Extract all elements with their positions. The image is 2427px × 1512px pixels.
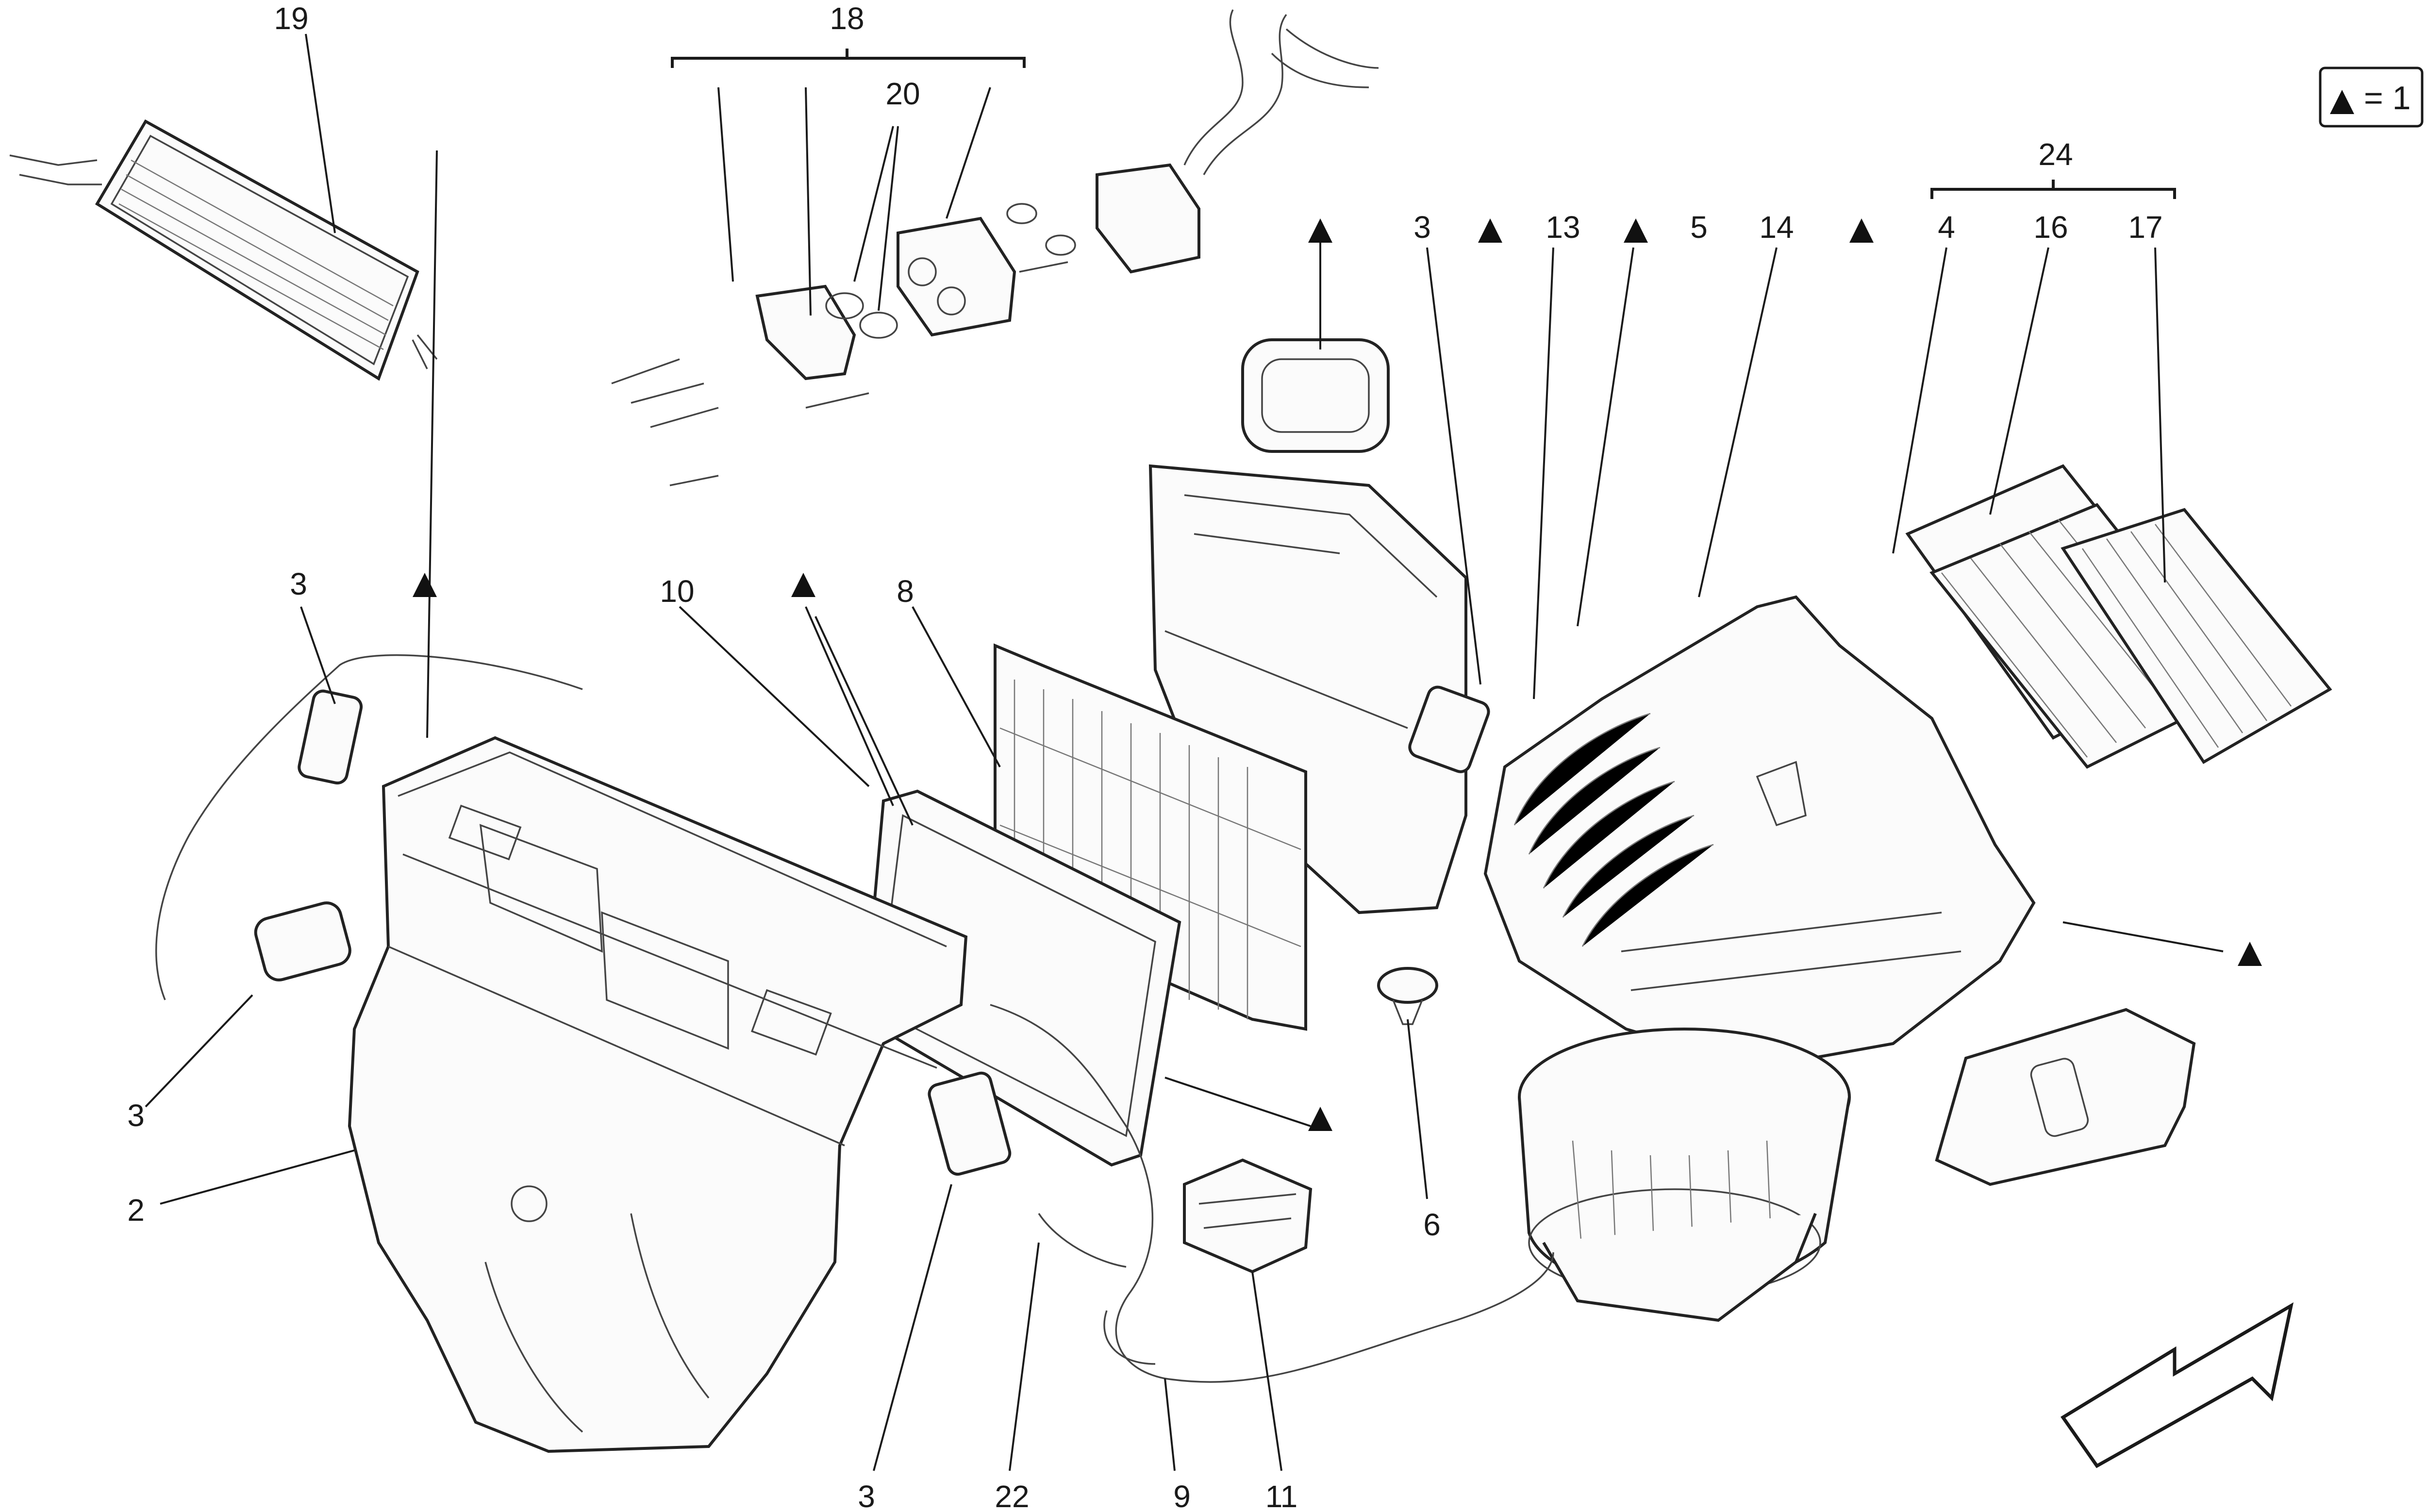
leader-9 (1164, 1378, 1176, 1471)
callout-16: 16 (2033, 210, 2068, 245)
leader-18b (805, 87, 812, 316)
callout-4: 4 (1938, 210, 1955, 245)
leader-11 (1251, 1271, 1282, 1471)
triangle-marker-icon (1308, 218, 1332, 243)
callout-14: 14 (1759, 210, 1794, 245)
direction-arrow-icon (2060, 1302, 2294, 1468)
callout-6: 6 (1423, 1207, 1441, 1242)
callouts: 19 18 20 3 13 5 14 24 4 16 17 3 10 8 3 2… (127, 1, 2162, 1512)
part-18-expansion-valve (611, 9, 1379, 486)
leader-18c (946, 87, 991, 219)
callout-11: 11 (1265, 1479, 1297, 1512)
part-control-module (1935, 1008, 2196, 1186)
leader-marker-filter (1164, 1077, 1311, 1127)
leader-8 (912, 606, 1001, 767)
triangle-marker-icon (791, 573, 815, 597)
part-19-heater-core (9, 119, 438, 381)
callout-10: 10 (660, 574, 694, 609)
legend-text: = 1 (2364, 80, 2410, 116)
callout-24: 24 (2038, 137, 2073, 172)
leader-20b (878, 126, 899, 311)
leader-3a (1426, 247, 1481, 685)
leader-2 (160, 1149, 355, 1205)
markers (413, 218, 2262, 1131)
leader-13 (1533, 247, 1554, 699)
leader-4 (1892, 247, 1947, 554)
leader-6 (1407, 1019, 1428, 1199)
leader-3d (873, 1184, 952, 1471)
part-6-grommet (1377, 967, 1438, 1025)
part-3-actuators (254, 685, 1490, 1176)
callout-8: 8 (897, 574, 914, 609)
leader-5 (1577, 247, 1634, 627)
callout-9: 9 (1173, 1479, 1191, 1512)
part-2-hvac-case (348, 736, 968, 1453)
bracket-18 (671, 49, 1026, 68)
callout-13: 13 (1546, 210, 1580, 245)
callout-2: 2 (127, 1193, 145, 1228)
callout-17: 17 (2128, 210, 2162, 245)
leader-3b (300, 606, 336, 704)
callout-20: 20 (885, 76, 920, 111)
triangle-marker-icon (1478, 218, 1502, 243)
part-blower-motor (1518, 1028, 1851, 1322)
callout-3-lower-left: 3 (127, 1098, 145, 1133)
triangle-marker-icon (1849, 218, 1874, 243)
leader-10 (679, 606, 870, 787)
triangle-marker-icon (2330, 90, 2354, 114)
callout-22: 22 (995, 1479, 1029, 1512)
callout-3-top: 3 (1413, 210, 1431, 245)
leader-17 (2154, 247, 2166, 583)
leader-lines (145, 33, 2224, 1471)
callout-19: 19 (274, 1, 308, 36)
leader-marker-frame-b (815, 616, 914, 826)
bracket-24 (1930, 180, 2176, 199)
leader-16 (1989, 247, 2049, 515)
leader-marker-right (2062, 921, 2224, 952)
leader-18a (717, 87, 734, 282)
part-11-resistor (1183, 1158, 1313, 1274)
callout-3-left: 3 (290, 566, 307, 601)
triangle-marker-icon (1624, 218, 1648, 243)
leader-22 (1009, 1242, 1040, 1471)
leader-20a (853, 126, 894, 282)
legend: = 1 (2319, 66, 2424, 128)
leader-marker-frame-a (805, 606, 894, 806)
leader-14 (1698, 247, 1778, 598)
callout-18: 18 (830, 1, 864, 36)
part-upper-housing (1148, 338, 1467, 914)
triangle-marker-icon (1308, 1107, 1332, 1131)
leader-marker-case (426, 150, 438, 738)
triangle-marker-icon (2238, 942, 2262, 966)
leader-19 (305, 33, 336, 233)
callout-3-bottom: 3 (858, 1479, 875, 1512)
triangle-marker-icon (413, 573, 437, 597)
part-4-16-17-filters (1905, 464, 2332, 769)
part-9-harness (155, 654, 1554, 1383)
part-14-blower-housing (1483, 595, 2036, 1070)
callout-5: 5 (1690, 210, 1708, 245)
leader-3c (145, 994, 253, 1108)
